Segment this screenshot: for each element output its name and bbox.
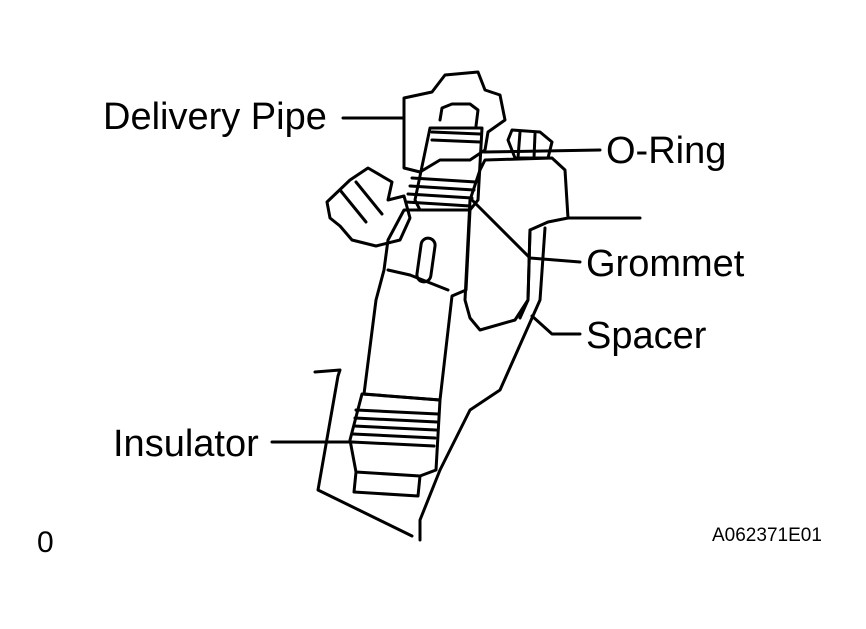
label-delivery-pipe: Delivery Pipe [103, 96, 327, 138]
label-grommet: Grommet [586, 243, 745, 285]
o-ring-groove [430, 138, 482, 144]
label-insulator: Insulator [113, 423, 259, 465]
o-ring-groove [430, 130, 482, 136]
nozzle-groove [350, 440, 436, 448]
o-ring-groove [408, 184, 476, 192]
leader-line-o-ring [482, 148, 602, 154]
delivery-pipe-housing [402, 70, 507, 174]
bolt-edge [532, 132, 537, 160]
body-step [408, 273, 450, 292]
o-ring-groove [406, 192, 474, 200]
corner-mark: 0 [37, 526, 54, 559]
label-spacer: Spacer [586, 315, 707, 357]
intake-port-wall [313, 368, 414, 538]
injector-slot [415, 236, 437, 284]
mounting-bolt [506, 128, 554, 160]
intake-port-wall [418, 226, 547, 542]
injector-main-body [362, 208, 472, 402]
nozzle-groove [354, 408, 440, 416]
body-step [386, 268, 412, 277]
nozzle-groove [352, 424, 438, 432]
o-ring-groove [404, 200, 472, 208]
bolt-edge [516, 130, 522, 160]
o-ring-groove [410, 176, 478, 184]
connector-edge [354, 180, 384, 216]
nozzle-groove [351, 432, 437, 440]
figure-code: A062371E01 [712, 525, 822, 546]
nozzle-tip [352, 470, 422, 498]
spacer-ring [518, 228, 532, 320]
delivery-pipe-bore [438, 102, 480, 128]
leader-line-spacer [530, 314, 582, 336]
electrical-connector [325, 166, 412, 248]
connector-edge [338, 188, 368, 224]
label-o-ring: O-Ring [606, 130, 727, 172]
nozzle-groove [353, 416, 439, 424]
leader-line-grommet [468, 196, 582, 264]
